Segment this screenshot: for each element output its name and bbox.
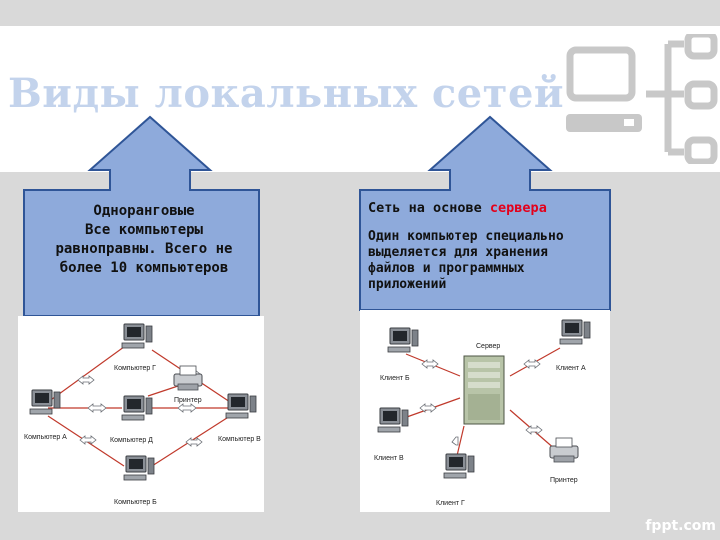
server-body-line-2: выделяется для хранения [368,245,549,260]
peer-heading: Одноранговые [93,203,195,219]
peer-line-3: более 10 компьютеров [59,260,229,276]
computer-g [121,323,153,349]
printer-node [173,365,203,391]
label-client-b: Клиент Б [380,375,410,382]
label-printer: Принтер [174,397,202,404]
client-b [387,327,419,353]
server-node [463,355,505,425]
printer-node-2 [549,437,579,463]
label-printer-2: Принтер [550,477,578,484]
computer-b [123,455,155,481]
client-g [443,453,475,479]
label-client-g: Клиент Г [436,500,465,507]
server-body-line-3: файлов и программных [368,261,525,276]
server-heading-prefix: Сеть на основе [368,200,490,216]
top-band [0,0,720,26]
slide-title: Виды локальных сетей [8,70,565,117]
label-computer-a: Компьютер А [24,434,67,441]
computer-d [121,395,153,421]
computer-a [29,389,61,415]
computer-v [225,393,257,419]
label-client-v: Клиент В [374,455,404,462]
server-network-body: Один компьютер специально выделяется для… [368,229,604,293]
label-server: Сервер [476,343,500,350]
peer-network-text: Одноранговые Все компьютеры равноправны.… [26,202,262,278]
label-computer-b: Компьютер Б [114,499,157,506]
label-client-a: Клиент А [556,365,586,372]
server-body-line-4: приложений [368,277,447,292]
server-network-diagram: Сервер Клиент Б Клиент А Клиент В Клиент… [360,310,610,512]
label-computer-v: Компьютер В [218,436,261,443]
label-computer-g: Компьютер Г [114,365,156,372]
server-network-heading: Сеть на основе сервера [368,200,547,216]
watermark: fppt.com [645,518,716,534]
client-v [377,407,409,433]
server-heading-highlight: сервера [489,200,547,216]
peer-network-diagram: Компьютер Г Принтер Компьютер А Компьюте… [18,316,264,512]
peer-line-1: Все компьютеры [84,222,203,238]
peer-line-2: равноправны. Всего не [55,241,233,257]
server-body-line-1: Один компьютер специально [368,229,564,244]
client-a [559,319,591,345]
network-logo-icon [566,34,718,164]
label-computer-d: Компьютер Д [110,437,153,444]
